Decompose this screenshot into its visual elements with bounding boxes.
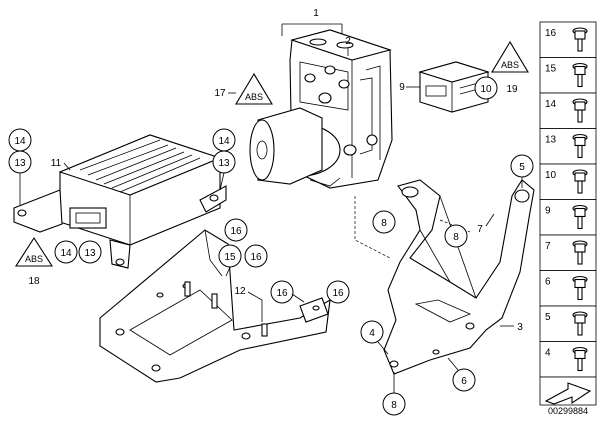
callout-2: 2 [345,36,351,47]
callout-3: 3 [517,322,523,333]
hardware-legend-panel: 16 15 14 13 10 9 7 6 5 4 [539,21,597,406]
callout-13: 13 [84,248,96,259]
rubber-mount-icon [572,98,588,123]
callout-15: 15 [224,252,236,263]
washer-screw-icon [572,62,588,88]
legend-row: 10 [539,163,597,200]
callout-1: 1 [313,8,319,19]
legend-row: 16 [539,21,597,58]
callout-8: 8 [391,400,397,411]
legend-number: 10 [545,170,557,181]
hex-nut-icon [572,133,588,159]
callout-16: 16 [332,288,344,299]
callout-6: 6 [461,376,467,387]
svg-text:ABS: ABS [245,92,263,102]
hydraulic-unit [249,29,393,189]
svg-text:ABS: ABS [25,254,43,264]
callout-14: 14 [218,136,230,147]
svg-text:ABS: ABS [501,60,519,70]
electronic-control-unit [13,134,227,269]
legend-number: 9 [545,206,551,217]
callout-4: 4 [369,328,375,339]
mounting-plate [99,229,331,383]
callout-14: 14 [14,136,26,147]
legend-number: 6 [545,277,551,288]
legend-number: 4 [545,348,551,359]
callout-11: 11 [51,158,62,169]
callout-13: 13 [14,158,26,169]
warning-triangle-icon: ABS [491,40,529,73]
legend-row: 4 [539,341,597,378]
warning-triangle-icon: ABS [235,72,273,105]
callout-5: 5 [519,162,525,173]
bolt-icon [572,169,588,194]
callout-15: 16 [276,288,288,299]
legend-number: 7 [545,241,551,252]
legend-number: 14 [545,99,557,110]
legend-row: 7 [539,234,597,271]
warning-triangle-icon: ABS [14,236,54,267]
callout-13: 13 [218,158,230,169]
callout-18: 18 [28,276,40,287]
legend-row: 5 [539,305,597,342]
legend-number: 15 [545,64,557,75]
collar-screw-icon [572,27,588,52]
grommet-icon [572,204,588,230]
legend-number: 16 [545,28,557,39]
legend-number: 5 [545,312,551,323]
screw-washer-icon [572,311,588,336]
legend-row: 13 [539,128,597,165]
callout-7: 7 [477,224,483,235]
legend-row: 6 [539,270,597,307]
assembly-guide-line [354,196,391,259]
callout-14: 14 [60,248,72,259]
diagram-id: 00299884 [548,406,588,416]
legend-row: 14 [539,92,597,129]
callout-8: 8 [453,232,459,243]
callout-17: 17 [214,88,226,99]
legend-row: 9 [539,199,597,236]
callout-16: 16 [250,252,262,263]
support-bracket [383,179,535,375]
callout-16: 16 [230,226,242,237]
direction-arrow-icon [539,376,597,406]
callout-19: 19 [506,84,518,95]
sleeve-icon [572,240,588,265]
hex-bolt-icon [572,275,588,301]
callout-8: 8 [381,218,387,229]
callout-12: 12 [234,286,246,297]
legend-number: 13 [545,135,557,146]
callout-9: 9 [399,82,405,93]
legend-row: 15 [539,57,597,94]
callout-10: 10 [480,84,492,95]
callout-circle [474,76,498,100]
pin-bolt-icon [572,346,588,372]
